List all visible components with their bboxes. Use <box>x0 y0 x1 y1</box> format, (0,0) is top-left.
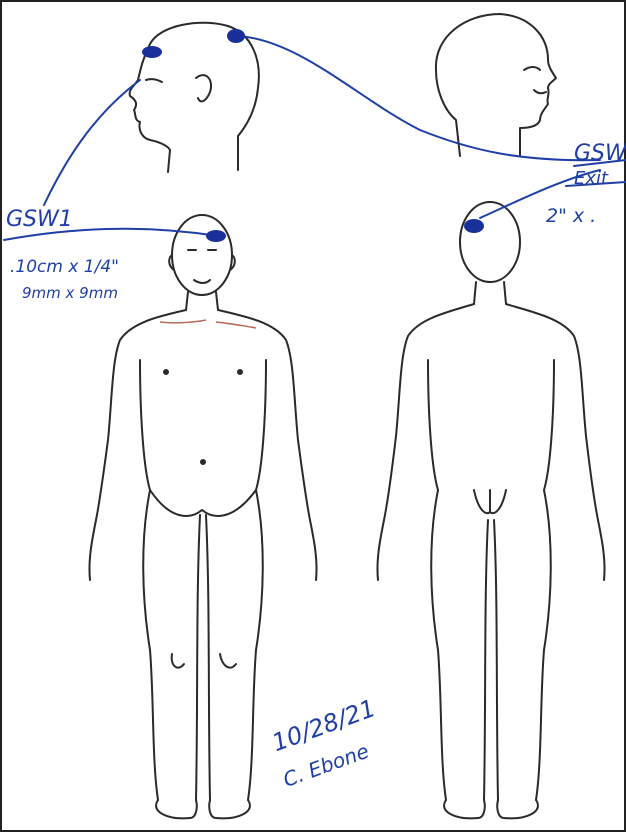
wound-entry-left-profile <box>142 46 162 58</box>
back-body <box>377 202 604 818</box>
wound-entry-front <box>206 230 226 242</box>
wound-exit-back <box>464 219 484 233</box>
gsw1-size-line2: 9mm x 9mm <box>22 284 118 302</box>
head-left-profile <box>130 23 259 172</box>
exit-size: 2" x . <box>546 205 596 227</box>
gsw1-label: GSW1 <box>6 207 73 232</box>
gsw1-size-line1: .10cm x 1/4" <box>10 257 119 277</box>
head-right-profile <box>436 14 556 156</box>
gsw-right-label: GSW <box>574 141 626 166</box>
wound-top-left-profile <box>227 29 245 43</box>
front-shoulder-shading <box>160 320 256 328</box>
exit-label: Exit <box>574 168 609 189</box>
